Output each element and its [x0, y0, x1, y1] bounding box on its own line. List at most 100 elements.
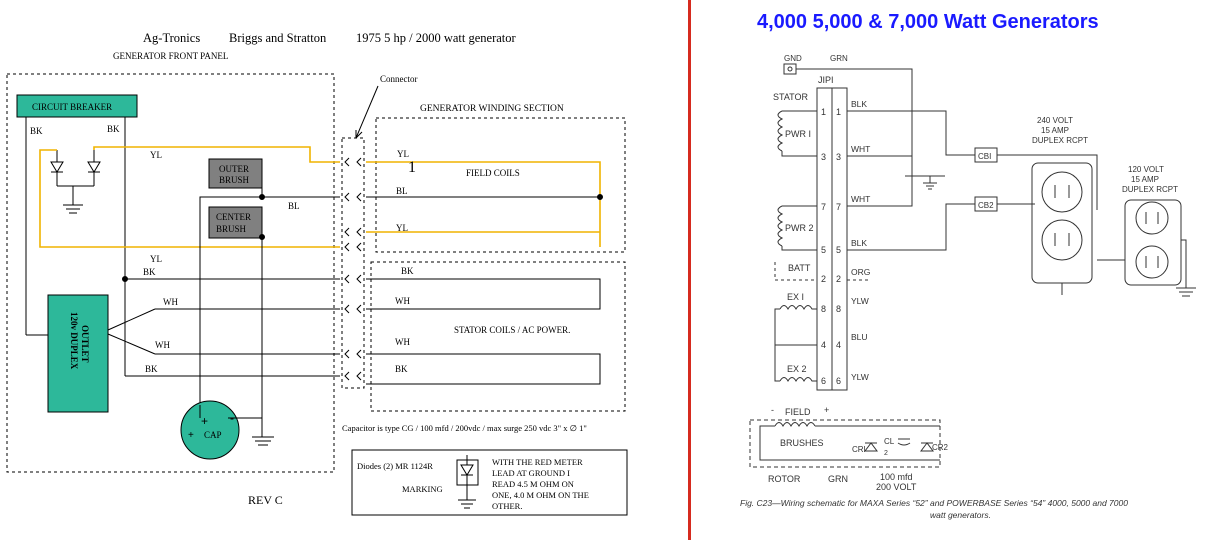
wire-label-bk1: BK — [30, 126, 43, 136]
receptacle-120 — [1124, 199, 1182, 286]
receptacle-120-top — [1135, 201, 1169, 235]
meter-note-3: READ 4.5 M OHM ON — [492, 479, 574, 489]
rotor-grn-label: GRN — [828, 474, 848, 484]
pwr2-coil — [777, 205, 817, 251]
pwr1-coil — [777, 110, 817, 157]
cap-plus-sign-2: + — [188, 430, 194, 441]
duplex-outlet-box — [47, 294, 109, 413]
cap-plus-sign: + — [201, 414, 208, 428]
gnd-terminal — [783, 63, 797, 75]
wire-label-bk3: BK — [143, 267, 156, 277]
wire-org: ORG — [851, 267, 870, 277]
blk1-wire — [847, 110, 975, 156]
stator-coil-1 — [366, 278, 601, 310]
pin-8a: 8 — [821, 304, 826, 314]
pin-wh-top — [344, 304, 362, 314]
ex2-label: EX 2 — [787, 364, 807, 374]
yellow-wires — [39, 146, 601, 248]
connector-pins — [344, 157, 362, 381]
pin-5a: 5 — [821, 245, 826, 255]
wire-label-bk2: BK — [107, 124, 120, 134]
figure-caption-line-1: Fig. C23—Wiring schematic for MAXA Serie… — [740, 498, 1128, 508]
left-diagram: Ag-Tronics Briggs and Stratton 1975 5 hp… — [6, 31, 628, 516]
wire-blk1: BLK — [851, 99, 867, 109]
batt-label: BATT — [788, 263, 811, 273]
connector-arrowhead — [355, 130, 363, 139]
pin-yellow-bottom — [344, 242, 362, 252]
circuit-breaker-box — [16, 94, 138, 118]
pin-blue — [344, 192, 362, 202]
receptacle-120-bottom — [1135, 245, 1169, 279]
brand-name: Briggs and Stratton — [229, 31, 327, 45]
pin-4a: 4 — [821, 340, 826, 350]
receptacle-120-slots — [1145, 212, 1159, 268]
pin-bk-top — [344, 274, 362, 284]
receptacle-240-bottom — [1041, 219, 1083, 261]
outer-brush-label-1: OUTER — [219, 164, 249, 174]
wire-label-bl2: BL — [396, 186, 408, 196]
rotor-label: ROTOR — [768, 474, 801, 484]
pin-1b: 1 — [836, 107, 841, 117]
duplex-outlet-label-2: OUTLET — [80, 325, 90, 363]
cl-label: CL — [884, 437, 895, 446]
wire-label-wh1: WH — [163, 297, 178, 307]
receptacle-ground-icon — [1176, 239, 1196, 297]
wire-label-bk5: BK — [145, 364, 158, 374]
pin-7a: 7 — [821, 202, 826, 212]
diode-ground-icon — [63, 204, 83, 214]
cap-ground-icon — [252, 436, 274, 446]
gnd-screw — [787, 66, 793, 72]
field-coil-yellow-top — [366, 161, 601, 197]
field-coil-section-box — [375, 117, 626, 253]
cb2-label: CB2 — [978, 201, 994, 210]
right-title: 4,000 5,000 & 7,000 Watt Generators — [757, 11, 1099, 33]
cap-label: CAP — [204, 430, 222, 440]
capacitor — [180, 400, 240, 460]
generator-model: 1975 5 hp / 2000 watt generator — [356, 31, 517, 45]
cap-minus-sign: - — [230, 411, 234, 425]
wire-label-yl3: YL — [396, 223, 408, 233]
pin-5b: 5 — [836, 245, 841, 255]
pin-4b: 4 — [836, 340, 841, 350]
wire-blu: BLU — [851, 332, 868, 342]
wire-wht2: WHT — [851, 194, 870, 204]
yellow-wire-upper — [93, 146, 340, 163]
receptacle-240-slots — [1054, 185, 1070, 246]
connector-box — [341, 137, 365, 389]
winding-section-label: GENERATOR WINDING SECTION — [420, 104, 564, 114]
front-panel-box — [6, 73, 335, 473]
meter-note-1: WITH THE RED METER — [492, 457, 583, 467]
capacitor-note: Capacitor is type CG / 100 mfd / 200vdc … — [342, 423, 587, 433]
stator-coil-2 — [366, 353, 601, 385]
diodes-note: Diodes (2) MR 1124R — [357, 461, 433, 471]
pin-wh-bottom — [344, 349, 362, 359]
cb1-out-wire — [997, 154, 1098, 210]
cr1-label: CRI — [852, 445, 866, 454]
pin-1a: 1 — [821, 107, 826, 117]
cl-capacitor — [897, 438, 911, 446]
r120-label-2: 15 AMP — [1131, 175, 1159, 184]
panel-title: GENERATOR FRONT PANEL — [113, 51, 228, 61]
center-brush-label-2: BRUSH — [216, 224, 247, 234]
field-coil — [774, 422, 816, 428]
wire-label-wh2: WH — [395, 296, 410, 306]
cb1-label: CBI — [978, 152, 991, 161]
cap-node-2: 2 — [884, 450, 888, 457]
batt-wire — [774, 262, 817, 281]
r240-label-3: DUPLEX RCPT — [1032, 136, 1088, 145]
receptacle-240 — [1031, 162, 1093, 284]
revision-label: REV C — [248, 493, 283, 507]
pin-yellow-top — [344, 157, 362, 167]
pin-2b: 2 — [836, 274, 841, 284]
pwr1-label: PWR I — [785, 129, 811, 139]
diode-marking-icon — [458, 455, 476, 509]
cr2-diode — [920, 442, 934, 452]
red-divider — [688, 0, 691, 540]
cr2-label: CR2 — [932, 443, 949, 452]
diode-left — [50, 150, 64, 173]
wire-blk2: BLK — [851, 238, 867, 248]
brushes-label: BRUSHES — [780, 438, 824, 448]
one-mark: 1 — [408, 159, 416, 176]
field-minus: - — [771, 405, 774, 415]
field-coil-yellow-bottom — [366, 197, 601, 247]
